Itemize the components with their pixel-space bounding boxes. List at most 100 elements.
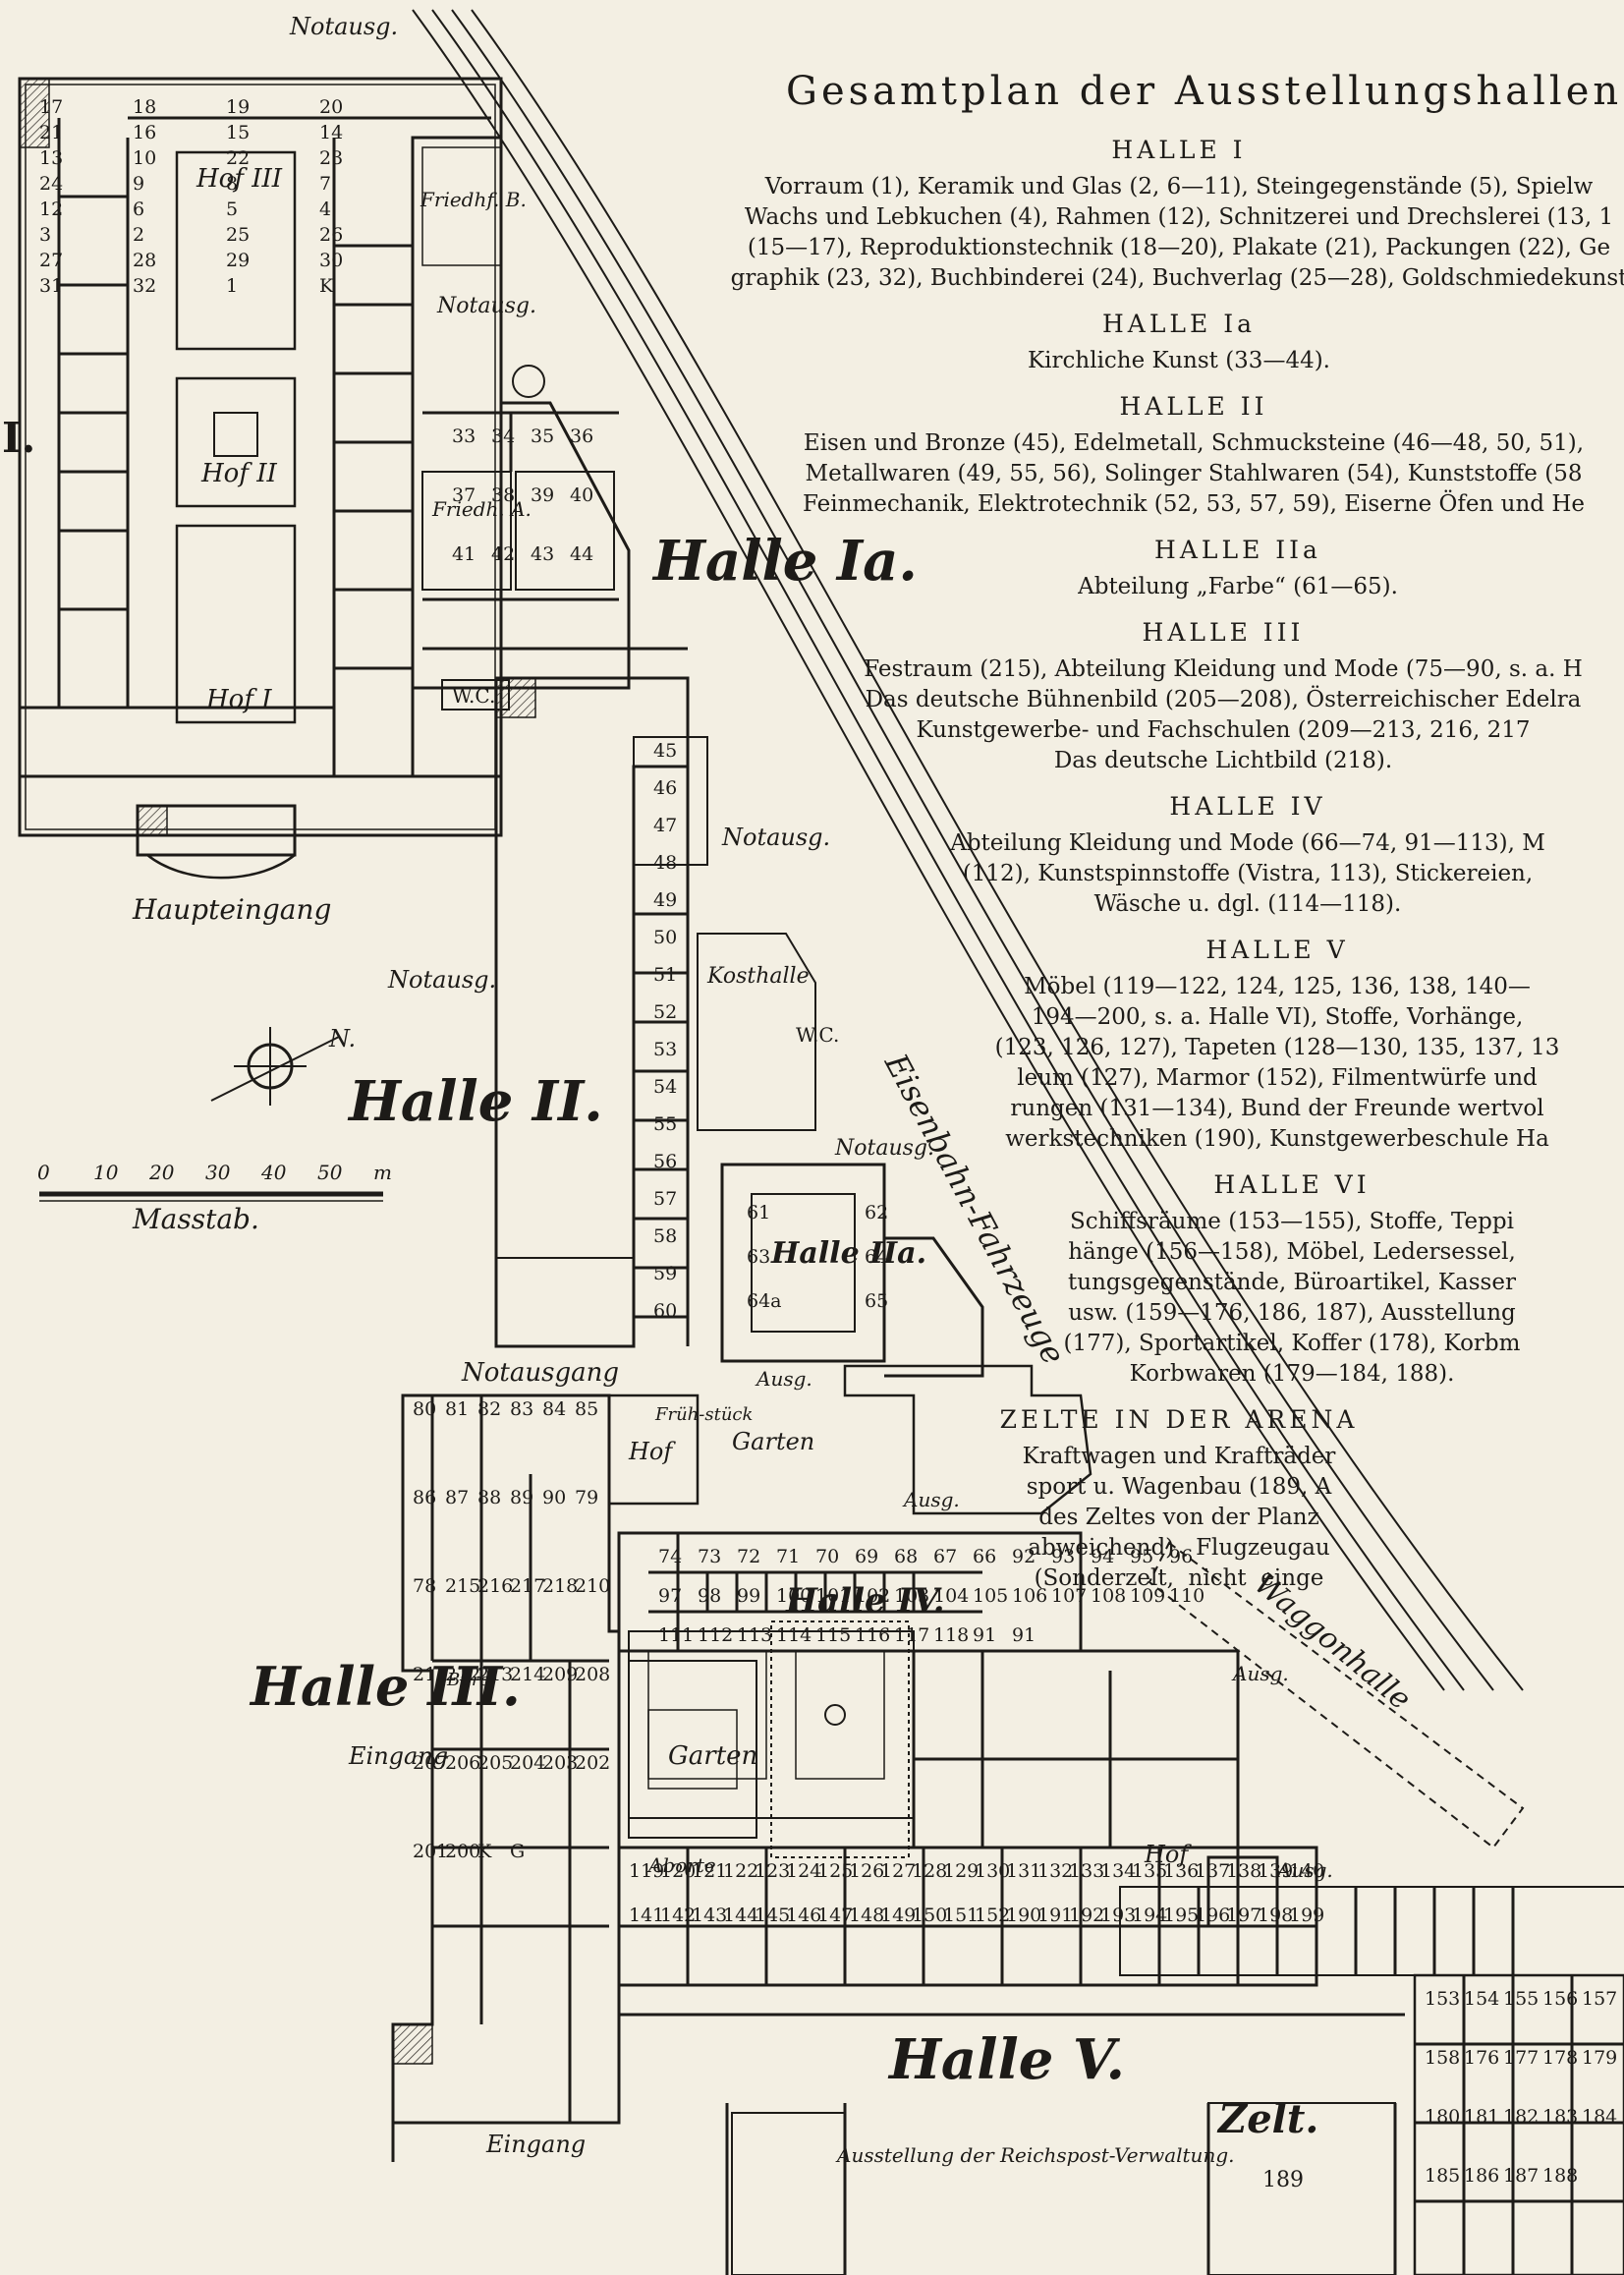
room-number: 155 — [1503, 1988, 1539, 2010]
room-number: 70 — [815, 1546, 839, 1567]
label-halle-3: Halle III. — [249, 1655, 521, 1718]
reichspost-building — [731, 2112, 846, 2275]
label-notausg-a: Notausg. — [721, 824, 830, 851]
waggonhalle-outline — [1148, 1541, 1525, 1849]
legend-section-title: HALLE I — [1111, 136, 1247, 164]
room-number: 142 — [660, 1905, 696, 1926]
room-number: 198 — [1258, 1905, 1293, 1926]
room-number: 210 — [575, 1575, 610, 1597]
room-number: 1 — [226, 275, 238, 297]
map-text-layer: Notausg. I. Halle Ia. Halle II. Halle II… — [2, 13, 1617, 2192]
room-number: 63 — [747, 1246, 770, 1268]
label-friedhof-b: Friedhf. B. — [420, 188, 527, 211]
label-ausg-2: Ausg. — [902, 1488, 960, 1511]
room-number: 127 — [880, 1860, 916, 1882]
label-hof2: Hof II — [200, 459, 277, 488]
label-halle-1a: Halle Ia. — [651, 529, 918, 594]
room-number: 48 — [653, 852, 677, 874]
room-number: 120 — [660, 1860, 696, 1882]
room-number: 55 — [653, 1113, 677, 1135]
room-number: 27 — [39, 250, 63, 271]
label-halle-2: Halle II. — [347, 1069, 603, 1134]
scale-tick-label: 50 — [317, 1161, 343, 1184]
room-number: 37 — [452, 484, 476, 506]
room-number: 212 — [445, 1664, 480, 1685]
room-number: 72 — [737, 1546, 760, 1567]
room-number: 216 — [477, 1575, 513, 1597]
room-number: 213 — [477, 1664, 513, 1685]
room-number: 111 — [658, 1624, 694, 1646]
room-number: 190 — [1006, 1905, 1041, 1926]
room-number: 57 — [653, 1188, 677, 1210]
scale-tick-label: 30 — [205, 1161, 231, 1184]
room-number: 3 — [39, 224, 51, 246]
room-number: 64 — [865, 1246, 888, 1268]
room-number: 196 — [1195, 1905, 1230, 1926]
room-number: 46 — [653, 777, 677, 799]
room-number: 106 — [1012, 1585, 1047, 1607]
halle-2-block — [494, 676, 816, 1348]
room-number: 156 — [1542, 1988, 1578, 2010]
room-number: 29 — [226, 250, 250, 271]
room-number: 105 — [973, 1585, 1008, 1607]
label-ausg-4: Ausg. — [1275, 1858, 1333, 1882]
room-number: 31 — [39, 275, 63, 297]
room-number: 145 — [755, 1905, 790, 1926]
room-number: 33 — [452, 426, 476, 447]
room-number: 209 — [542, 1664, 578, 1685]
label-hof1: Hof I — [205, 685, 272, 714]
room-number: 50 — [653, 927, 677, 948]
room-number: 129 — [943, 1860, 979, 1882]
room-number: 208 — [575, 1664, 610, 1685]
legend-section-title: ZELTE IN DER ARENA — [999, 1405, 1359, 1434]
room-number: 191 — [1037, 1905, 1073, 1926]
room-number: 81 — [445, 1398, 469, 1420]
room-number: 115 — [815, 1624, 851, 1646]
room-number: 132 — [1037, 1860, 1073, 1882]
room-number: 85 — [575, 1398, 598, 1420]
label-hof-small: Hof — [628, 1438, 676, 1465]
legend-section-text: Kraftwagen und Krafträder sport u. Wagen… — [1022, 1444, 1336, 1591]
room-number: 42 — [491, 543, 515, 565]
halle-6-block — [1413, 1973, 1624, 2275]
legend-section-title: HALLE V — [1205, 936, 1349, 964]
room-number: 117 — [894, 1624, 929, 1646]
room-number: 181 — [1464, 2106, 1499, 2128]
room-number: 121 — [692, 1860, 727, 1882]
room-number: 183 — [1542, 2106, 1578, 2128]
room-number: 151 — [943, 1905, 979, 1926]
label-wc-1: W.C. — [452, 684, 495, 708]
label-reichspost: Ausstellung der Reichspost-Verwaltung. — [835, 2143, 1234, 2167]
room-number: 19 — [226, 96, 250, 118]
room-number: 123 — [755, 1860, 790, 1882]
label-garten-1: Garten — [732, 1428, 814, 1455]
room-number: 97 — [658, 1585, 682, 1607]
room-number: 141 — [629, 1905, 664, 1926]
legend-section-text: Kirchliche Kunst (33—44). — [1027, 348, 1330, 373]
room-number: 68 — [894, 1546, 918, 1567]
hatched-walls — [19, 78, 536, 2065]
room-number: 8 — [226, 173, 238, 195]
room-number: 25 — [226, 224, 250, 246]
room-number: 147 — [817, 1905, 853, 1926]
room-number: 140 — [1289, 1860, 1324, 1882]
room-number: 92 — [1012, 1546, 1036, 1567]
room-number: 87 — [445, 1487, 469, 1508]
room-number: 192 — [1069, 1905, 1104, 1926]
room-number: 78 — [413, 1575, 436, 1597]
room-number: 10 — [133, 147, 156, 169]
garden-plan — [628, 1630, 915, 1819]
room-number: 71 — [776, 1546, 800, 1567]
room-number: 23 — [319, 147, 343, 169]
room-number: 82 — [477, 1398, 501, 1420]
room-number: 99 — [737, 1585, 760, 1607]
room-number: 52 — [653, 1001, 677, 1023]
room-number: 126 — [849, 1860, 884, 1882]
room-number: 211 — [413, 1664, 448, 1685]
room-number: 188 — [1542, 2165, 1578, 2187]
label-halle-5: Halle V. — [887, 2027, 1125, 2092]
room-number: 73 — [698, 1546, 721, 1567]
